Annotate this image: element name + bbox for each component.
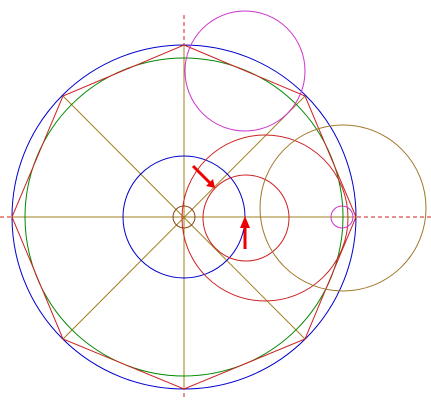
magenta-small-circle — [330, 205, 354, 229]
red-circle-small — [202, 174, 290, 262]
arrow-up-icon — [240, 216, 250, 249]
red-circle-large — [181, 134, 349, 302]
arrow-down-right-icon — [191, 164, 215, 188]
inner-circle — [24, 57, 344, 377]
hub-small-circle — [172, 205, 196, 229]
octagon — [11, 44, 357, 390]
magenta-circle — [184, 10, 306, 132]
brown-circle-large — [259, 124, 427, 292]
